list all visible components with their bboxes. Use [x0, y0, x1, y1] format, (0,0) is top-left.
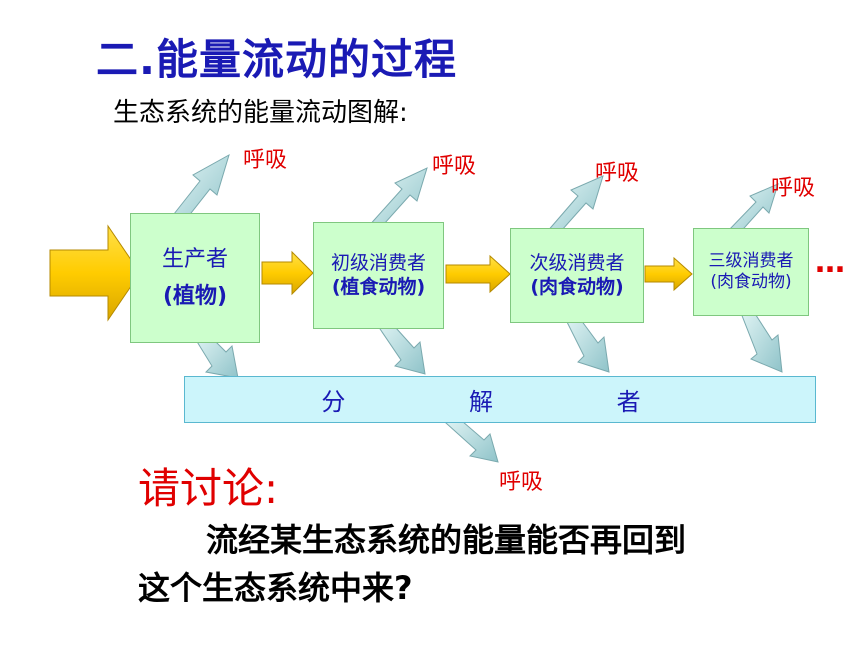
producer-sublabel: (植物): [162, 284, 228, 309]
respiration-label-secondary: 呼吸: [595, 161, 640, 186]
producer-label: 生产者: [161, 246, 228, 272]
respiration-label-decomposer: 呼吸: [499, 470, 544, 495]
decomposer-label: 分 解 者: [321, 388, 679, 416]
energy-input-arrow: [49, 224, 141, 322]
secondary-consumer-label: 次级消费者: [529, 251, 625, 274]
producer-box: 生产者 (植物): [130, 213, 260, 343]
transfer-arrow-producer-primary: [261, 250, 314, 296]
discussion-question-line1: 流经某生态系统的能量能否再回到: [206, 521, 687, 559]
primary-consumer-box: 初级消费者 (植食动物): [313, 222, 444, 329]
discussion-heading: 请讨论:: [138, 464, 279, 513]
secondary-consumer-sublabel: (肉食动物): [530, 275, 624, 298]
decomposer-box: 分 解 者: [184, 376, 816, 423]
tertiary-consumer-label: 三级消费者: [708, 250, 794, 271]
continuation-ellipsis: …: [815, 245, 847, 280]
transfer-arrow-secondary-tertiary: [644, 256, 693, 292]
discussion-question-line2: 这个生态系统中来?: [138, 569, 413, 607]
tertiary-consumer-box: 三级消费者 (肉食动物): [693, 228, 809, 316]
tertiary-consumer-sublabel: (肉食动物): [710, 272, 792, 292]
respiration-label-tertiary: 呼吸: [771, 176, 816, 201]
transfer-arrow-primary-secondary: [445, 254, 511, 294]
page-title: 二.能量流动的过程: [96, 35, 457, 84]
primary-consumer-label: 初级消费者: [330, 251, 426, 274]
primary-consumer-sublabel: (植食动物): [331, 275, 426, 298]
secondary-consumer-box: 次级消费者 (肉食动物): [510, 228, 644, 323]
respiration-label-producer: 呼吸: [243, 148, 288, 173]
respiration-label-primary: 呼吸: [432, 154, 477, 179]
diagram-subtitle: 生态系统的能量流动图解:: [113, 98, 408, 128]
